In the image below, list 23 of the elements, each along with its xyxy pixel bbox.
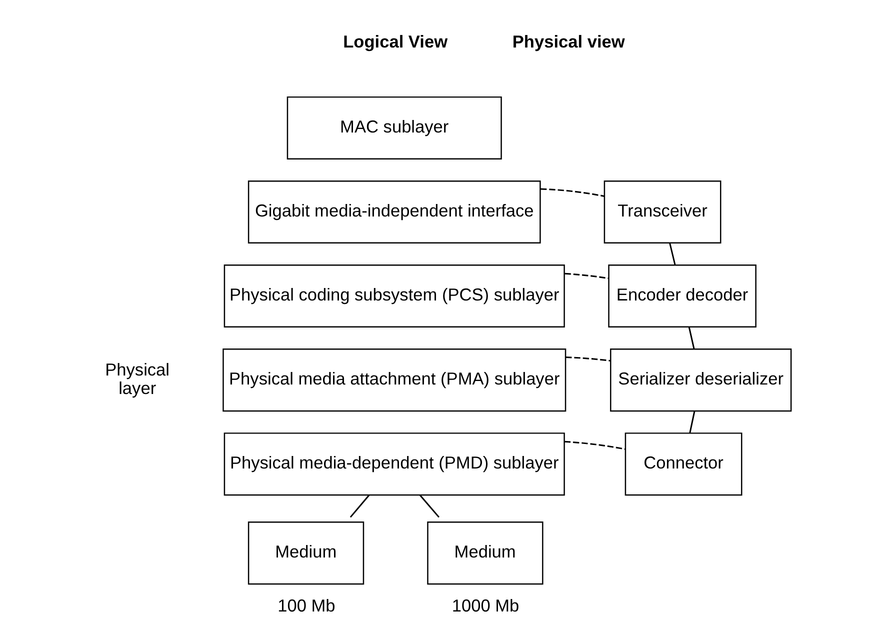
- connector: [688, 411, 695, 434]
- node-box: Encoder decoder: [608, 264, 756, 328]
- label: Logical View: [342, 31, 448, 52]
- node-box: Physical media-dependent (PMD) sublayer: [223, 432, 564, 496]
- connector: [349, 494, 370, 518]
- connector: [564, 272, 608, 280]
- connector: [688, 327, 694, 350]
- node-box: Physical media attachment (PMA) sublayer: [222, 348, 566, 412]
- node-box: Serializer deserializer: [610, 348, 792, 412]
- node-box: MAC sublayer: [286, 96, 502, 160]
- node-label: 1000 Mb: [451, 595, 519, 616]
- node-box: Gigabit media-independent interface: [247, 180, 540, 244]
- node-box: Transceiver: [603, 180, 721, 244]
- node-label: 100 Mb: [277, 595, 335, 616]
- connector: [564, 440, 625, 450]
- node-box: Connector: [624, 432, 742, 496]
- label: Physical layer: [104, 359, 170, 398]
- connector: [668, 242, 676, 266]
- label: Physical view: [512, 31, 624, 52]
- node-box: Physical coding subsystem (PCS) sublayer: [223, 264, 564, 328]
- connector: [540, 188, 604, 197]
- connector: [565, 356, 610, 362]
- connector: [418, 494, 439, 518]
